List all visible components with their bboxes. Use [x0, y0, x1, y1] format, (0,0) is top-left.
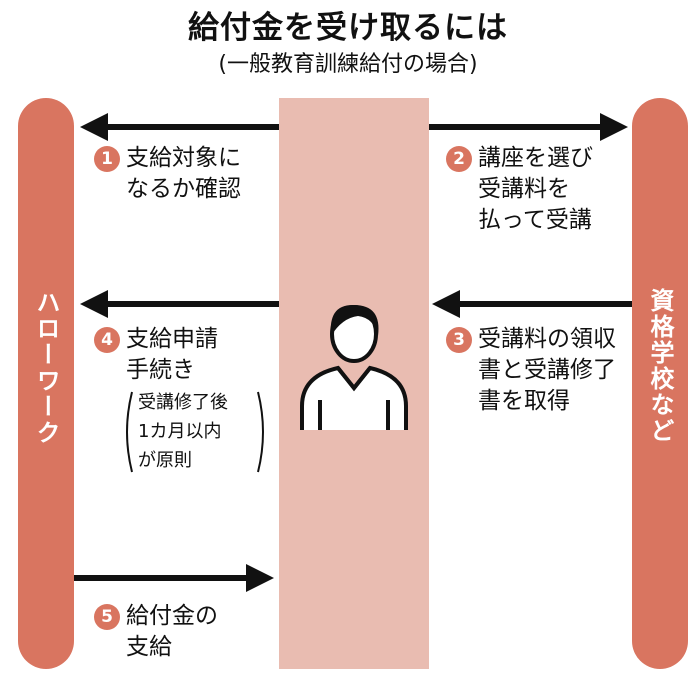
step-2-badge: 2 — [446, 146, 472, 172]
person-icon — [300, 304, 408, 430]
step-4-badge: 4 — [94, 327, 120, 353]
arrow-step-2 — [429, 113, 628, 141]
arrow-step-5 — [74, 564, 274, 592]
school-label: 資格学校など — [646, 288, 674, 444]
hello-work-label: ハローワーク — [32, 290, 60, 446]
step-5-badge: 5 — [94, 604, 120, 630]
arrow-step-1 — [80, 113, 279, 141]
step-1-text: 支給対象に なるか確認 — [126, 143, 241, 205]
step-4-text: 支給申請 手続き — [126, 324, 218, 386]
step-1-line-2: なるか確認 — [126, 176, 241, 202]
arrow-step-4 — [80, 290, 279, 318]
step-4-note-line-2: 1カ月以内 — [138, 421, 222, 442]
step-5-text: 給付金の 支給 — [126, 601, 218, 663]
step-4-line-1: 支給申請 — [126, 326, 218, 352]
step-5-line-2: 支給 — [126, 634, 172, 660]
step-2-line-3: 払って受講 — [478, 207, 592, 233]
step-3-badge: 3 — [446, 327, 472, 353]
step-1-badge: 1 — [94, 146, 120, 172]
step-2-line-1: 講座を選び — [478, 145, 593, 171]
step-4-note: 受講修了後 1カ月以内 が原則 — [138, 388, 228, 475]
step-3-line-2: 書と受講修了 — [478, 357, 616, 383]
step-4-note-brackets — [126, 391, 264, 473]
arrow-step-3 — [432, 290, 632, 318]
step-4-line-2: 手続き — [126, 357, 195, 383]
diagram-subtitle: (一般教育訓練給付の場合) — [218, 52, 478, 77]
step-5-line-1: 給付金の — [126, 603, 218, 629]
applicant-band — [279, 98, 429, 669]
step-2-line-2: 受講料を — [478, 176, 570, 202]
step-3-line-3: 書を取得 — [478, 388, 570, 414]
diagram-title: 給付金を受け取るには — [188, 10, 508, 46]
step-4-note-line-3: が原則 — [138, 450, 192, 471]
step-1-line-1: 支給対象に — [126, 145, 241, 171]
step-3-line-1: 受講料の領収 — [478, 326, 616, 352]
step-2-text: 講座を選び 受講料を 払って受講 — [478, 143, 593, 236]
step-4-note-line-1: 受講修了後 — [138, 392, 228, 413]
step-3-text: 受講料の領収 書と受講修了 書を取得 — [478, 324, 616, 417]
hello-work-bar — [18, 98, 74, 669]
school-bar — [632, 98, 688, 669]
